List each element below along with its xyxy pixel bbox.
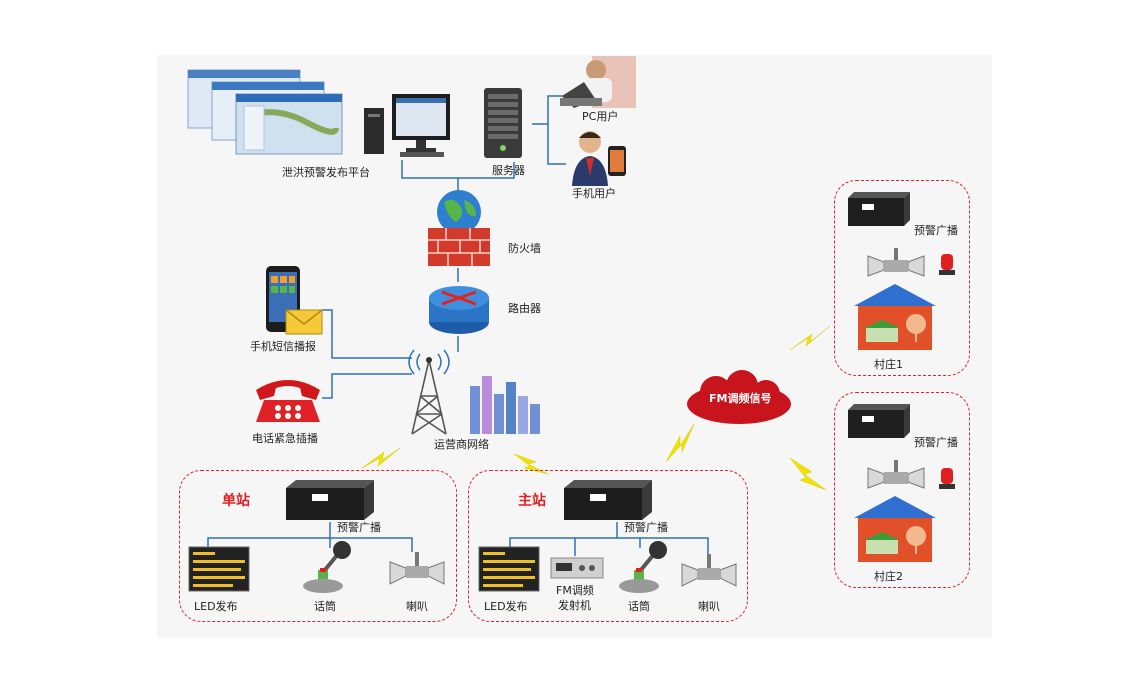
village1-broadcast-label: 预警广播 — [914, 224, 958, 237]
wire-sms-tower — [322, 309, 412, 359]
wire-phone-tower — [322, 373, 412, 399]
single-mic-label: 话筒 — [314, 600, 336, 613]
microphone-icon — [303, 541, 351, 593]
main-station-box — [468, 470, 748, 622]
wire-single-bus — [207, 522, 331, 548]
router-label: 路由器 — [508, 302, 541, 315]
wire-main-horn — [617, 537, 709, 554]
main-fm-tx-label-1: FM调频 — [556, 584, 594, 597]
antenna-tower-icon — [408, 349, 540, 435]
mobile-user-label: 手机用户 — [572, 187, 616, 200]
pc-user-icon — [560, 56, 636, 108]
lightning-icon — [665, 423, 695, 463]
single-horn-label: 喇叭 — [406, 600, 428, 613]
lightning-icon — [789, 457, 827, 491]
server-label: 服务器 — [492, 164, 525, 177]
broadcast-device-icon — [286, 480, 374, 520]
lightning-icon — [789, 325, 831, 351]
main-mic-label: 话筒 — [628, 600, 650, 613]
village-2-box — [834, 392, 970, 588]
desktop-computer-icon — [364, 94, 450, 157]
phone-label: 电话紧急插播 — [252, 432, 318, 445]
single-broadcast-label: 预警广播 — [337, 521, 381, 534]
envelope-icon — [285, 309, 323, 335]
alarm-light-icon — [939, 254, 955, 275]
village2-label: 村庄2 — [874, 570, 903, 583]
fm-transmitter-icon — [550, 557, 604, 579]
village2-broadcast-label: 预警广播 — [914, 436, 958, 449]
sms-label: 手机短信播报 — [250, 340, 316, 353]
village-1-box — [834, 180, 970, 376]
server-tower-icon — [484, 88, 522, 158]
broadcast-device-icon — [848, 404, 910, 438]
fm-signal-label: FM调频信号 — [709, 392, 772, 405]
wire-server-users — [532, 95, 566, 125]
house-icon — [854, 496, 936, 562]
city-skyline-icon — [470, 376, 540, 434]
led-display-icon — [188, 546, 250, 592]
led-display-icon — [478, 546, 540, 592]
firewall-label: 防火墙 — [508, 242, 541, 255]
wire-main-bus — [509, 522, 618, 548]
cloud-icon — [687, 370, 791, 424]
horn-speaker-icon — [681, 554, 737, 587]
village1-label: 村庄1 — [874, 358, 903, 371]
main-station-title: 主站 — [518, 493, 546, 509]
lightning-icon — [361, 447, 401, 469]
main-horn-label: 喇叭 — [698, 600, 720, 613]
single-station-title: 单站 — [222, 493, 250, 509]
wire-server-mobile — [547, 124, 566, 165]
single-station-box — [179, 470, 457, 622]
mobile-user-icon — [572, 131, 626, 186]
telephone-icon — [256, 380, 320, 422]
main-fm-tx-label-2: 发射机 — [558, 599, 591, 612]
wire-single-horn — [330, 537, 413, 552]
firewall-icon — [428, 190, 490, 266]
globe-icon — [437, 190, 481, 234]
smartphone-icon — [266, 266, 323, 335]
alarm-light-icon — [939, 468, 955, 489]
pc-user-label: PC用户 — [582, 110, 619, 123]
broadcast-device-icon — [848, 192, 910, 226]
main-led-label: LED发布 — [484, 600, 528, 613]
platform-screenshots-icon — [187, 69, 343, 155]
house-icon — [854, 284, 936, 350]
platform-label: 泄洪预警发布平台 — [282, 166, 370, 179]
horn-speaker-icon — [867, 248, 925, 277]
lightning-icon — [513, 453, 549, 475]
carrier-label: 运营商网络 — [434, 438, 489, 451]
horn-speaker-icon — [389, 552, 445, 585]
microphone-icon — [619, 541, 667, 593]
single-led-label: LED发布 — [194, 600, 238, 613]
main-broadcast-label: 预警广播 — [624, 521, 668, 534]
broadcast-device-icon — [564, 480, 652, 520]
horn-speaker-icon — [867, 460, 925, 489]
router-icon — [429, 286, 489, 334]
